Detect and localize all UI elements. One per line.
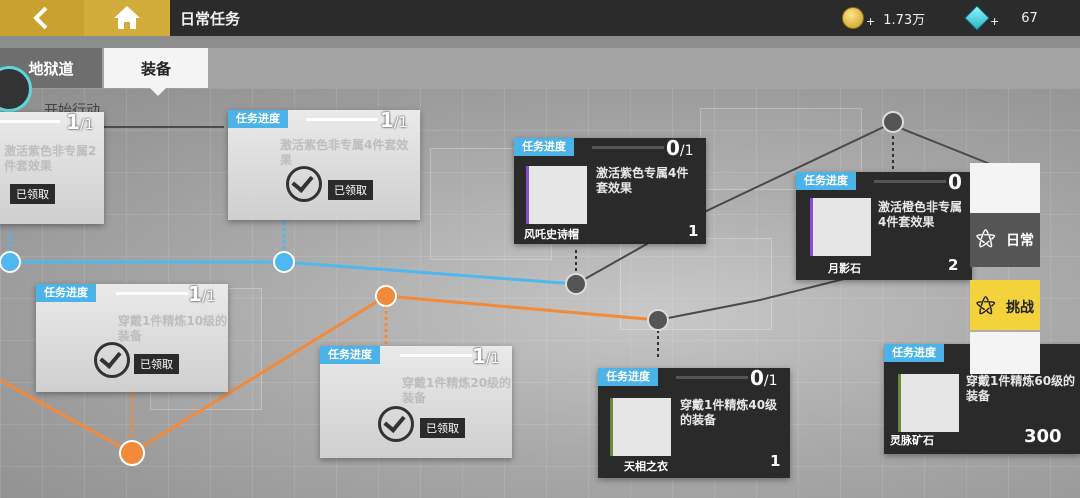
reward-count: 2 [948, 256, 959, 274]
progress-tag: 任务进度 [320, 346, 380, 364]
epic-hat-icon [526, 166, 587, 224]
reward-count: 1 [688, 222, 699, 240]
side-tab-daily[interactable]: ⚝ 日常 [970, 213, 1040, 267]
task-desc: 穿戴1件精炼10级的装备 [118, 314, 228, 343]
progress-tag: 任务进度 [228, 110, 288, 128]
progress-bar [592, 146, 664, 149]
reward-name: 月影石 [828, 262, 861, 275]
map-node [647, 309, 669, 331]
progress-tag: 任务进度 [514, 138, 574, 156]
reward-name: 天相之衣 [624, 460, 668, 473]
task-desc: 穿戴1件精炼20级的装备 [402, 376, 512, 405]
gem-counter[interactable]: + 67 [964, 5, 1038, 31]
task-desc: 激活紫色非专属4件套效果 [280, 138, 409, 167]
side-tab-label: 挑战 [1006, 300, 1034, 316]
task-card[interactable]: 任务进度 0/1 激活紫色专属4件套效果 风吒史诗帽 1 [514, 136, 706, 244]
progress-bar [676, 376, 748, 379]
celestial-robe-icon [610, 398, 671, 456]
task-card[interactable]: 任务进度 0 激活橙色非专属4件套效果 月影石 2 [796, 170, 972, 280]
gray-path [103, 122, 1001, 360]
progress-tag: 任务进度 [598, 368, 658, 386]
task-desc: 激活橙色非专属4件套效果 [878, 200, 963, 229]
checkmark-icon [94, 342, 130, 378]
claimed-badge: 已领取 [134, 354, 179, 374]
side-tab-blank [970, 163, 1040, 213]
gold-amount: 1.73万 [883, 12, 926, 28]
progress-count: 0/1 [750, 366, 778, 390]
moon-stone-icon [810, 198, 871, 256]
reward-name: 灵脉矿石 [890, 434, 934, 447]
task-card[interactable]: 任务进度 1/1 穿戴1件精炼10级的装备 已领取 [36, 282, 228, 392]
gold-coin-icon [842, 7, 864, 29]
orange-path [0, 294, 659, 455]
progress-tag: 任务进度 [884, 344, 944, 362]
progress-bar [874, 180, 946, 183]
task-card[interactable]: 1/1 激活紫色非专属2件套效果 已领取 [0, 110, 104, 224]
tab-bar: 地狱道 装备 [0, 36, 1080, 112]
task-desc: 穿戴1件精炼40级的装备 [680, 398, 778, 427]
side-tab-challenge[interactable]: ⚝ 挑战 [970, 280, 1040, 330]
back-button[interactable] [0, 0, 84, 36]
top-bar: 日常任务 + 1.73万 + 67 [0, 0, 1080, 36]
task-desc: 穿戴1件精炼60级的装备 [966, 374, 1076, 403]
progress-count: 1/1 [472, 344, 500, 368]
reward-name: 风吒史诗帽 [524, 228, 579, 241]
progress-tag: 任务进度 [796, 172, 856, 190]
map-node [119, 440, 145, 466]
home-button[interactable] [84, 0, 170, 36]
task-card[interactable]: 任务进度 1/1 激活紫色非专属4件套效果 已领取 [228, 108, 420, 220]
side-tab-label: 日常 [1006, 233, 1034, 249]
gem-amount: 67 [1021, 10, 1038, 26]
task-desc: 激活紫色非专属2件套效果 [4, 144, 97, 173]
tab-equipment[interactable]: 装备 [104, 48, 208, 96]
progress-bar [0, 120, 60, 123]
gem-icon [964, 5, 990, 31]
task-card[interactable]: 任务进度 0/1 穿戴1件精炼40级的装备 天相之衣 1 [598, 366, 790, 478]
progress-bar [400, 354, 472, 357]
progress-tag: 任务进度 [36, 284, 96, 302]
add-gem-icon[interactable]: + [990, 14, 1000, 28]
map-node [375, 285, 397, 307]
progress-count: 1/1 [380, 108, 408, 132]
reward-count: 300 [1024, 426, 1062, 447]
home-icon [114, 6, 140, 29]
checkmark-icon [286, 166, 322, 202]
task-desc: 激活紫色专属4件套效果 [596, 166, 689, 195]
progress-count: 1/1 [188, 282, 216, 306]
progress-count: 0 [948, 170, 962, 194]
map-node [273, 251, 295, 273]
progress-count: 1/1 [66, 110, 94, 134]
back-arrow-icon [33, 6, 48, 30]
claimed-badge: 已领取 [328, 180, 373, 200]
map-node [565, 273, 587, 295]
progress-bar [306, 118, 378, 121]
claimed-badge: 已领取 [420, 418, 465, 438]
emblem-icon: ⚝ [976, 225, 996, 249]
spirit-ore-icon [898, 374, 959, 432]
gold-counter[interactable]: + 1.73万 [842, 6, 925, 30]
map-node [882, 111, 904, 133]
task-card[interactable]: 任务进度 穿戴1件精炼60级的装备 灵脉矿石 300 [884, 344, 1080, 454]
emblem-icon: ⚝ [976, 292, 996, 316]
progress-count: 0/1 [666, 136, 694, 160]
path-nodes [0, 111, 904, 466]
reward-count: 1 [770, 452, 781, 470]
progress-bar [116, 292, 188, 295]
checkmark-icon [378, 406, 414, 442]
side-tab-blank [970, 332, 1040, 374]
task-card[interactable]: 任务进度 1/1 穿戴1件精炼20级的装备 已领取 [320, 344, 512, 458]
add-gold-icon[interactable]: + [866, 14, 876, 28]
page-title: 日常任务 [180, 10, 241, 28]
claimed-badge: 已领取 [10, 184, 55, 204]
map-node [0, 251, 21, 273]
